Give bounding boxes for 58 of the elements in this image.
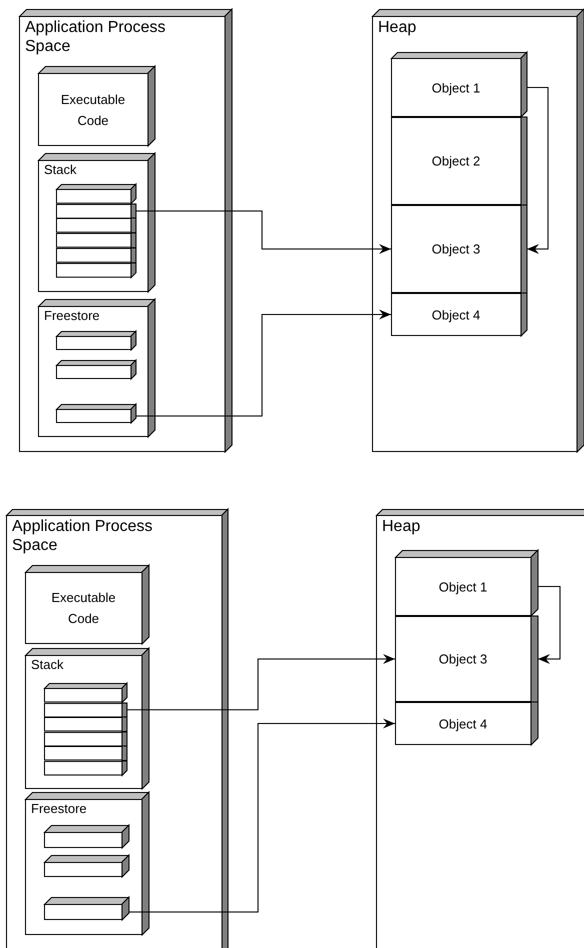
box-label: Object 4 bbox=[432, 306, 480, 324]
box-title: Stack bbox=[31, 657, 64, 673]
memory-block bbox=[44, 897, 129, 920]
arrow bbox=[136, 310, 392, 416]
freestore-box bbox=[25, 792, 149, 935]
arrow bbox=[128, 718, 396, 912]
memory-block bbox=[44, 825, 129, 848]
heap-panel bbox=[372, 9, 584, 452]
process-space-panel bbox=[19, 9, 232, 452]
box-label: Object 1 bbox=[438, 578, 488, 596]
stack-slot bbox=[44, 746, 127, 760]
stack-slot bbox=[44, 683, 127, 702]
box-label: Object 3 bbox=[438, 650, 488, 668]
heap-panel bbox=[376, 509, 584, 948]
stack-slot bbox=[56, 218, 136, 234]
object-box bbox=[391, 117, 527, 205]
object-box bbox=[391, 205, 527, 293]
box-title: Freestore bbox=[44, 308, 100, 324]
panel-title: Application Process Space bbox=[12, 517, 154, 555]
object-box bbox=[395, 550, 538, 616]
object-box bbox=[395, 702, 538, 745]
stack-box bbox=[38, 153, 155, 292]
panel-title: Heap bbox=[378, 18, 418, 37]
stack-box bbox=[25, 648, 149, 789]
arrow bbox=[136, 210, 392, 254]
freestore-box bbox=[38, 299, 155, 437]
memory-block bbox=[56, 331, 136, 350]
stack-slot bbox=[44, 702, 127, 717]
panel-title: Application Process Space bbox=[25, 18, 167, 56]
stack-slot bbox=[56, 204, 136, 218]
object-box bbox=[391, 293, 527, 336]
arrow bbox=[526, 87, 548, 254]
box-label: Executable Code bbox=[50, 589, 117, 628]
memory-block bbox=[56, 404, 136, 423]
stack-slot bbox=[44, 717, 127, 732]
stack-slot bbox=[44, 732, 127, 746]
memory-block bbox=[44, 855, 129, 877]
box-label: Object 4 bbox=[438, 715, 488, 734]
arrow bbox=[538, 586, 560, 664]
box-label: Executable Code bbox=[60, 90, 126, 130]
box-title: Stack bbox=[44, 162, 77, 178]
object-box bbox=[391, 52, 527, 117]
stack-slot bbox=[44, 760, 127, 775]
panel-title: Heap bbox=[382, 517, 422, 536]
arrow bbox=[126, 654, 396, 710]
stack-slot bbox=[56, 248, 136, 262]
process-space-panel bbox=[6, 509, 228, 948]
stack-slot bbox=[56, 233, 136, 248]
box-label: Object 3 bbox=[432, 240, 480, 258]
stack-slot bbox=[56, 262, 136, 278]
box-label: Object 2 bbox=[432, 152, 480, 170]
memory-block bbox=[56, 360, 136, 379]
box-label: Object 1 bbox=[432, 79, 480, 98]
stack-slot bbox=[56, 184, 136, 204]
object-box bbox=[395, 616, 538, 702]
code-box bbox=[25, 565, 149, 644]
box-title: Freestore bbox=[31, 801, 87, 817]
code-box bbox=[38, 66, 155, 146]
